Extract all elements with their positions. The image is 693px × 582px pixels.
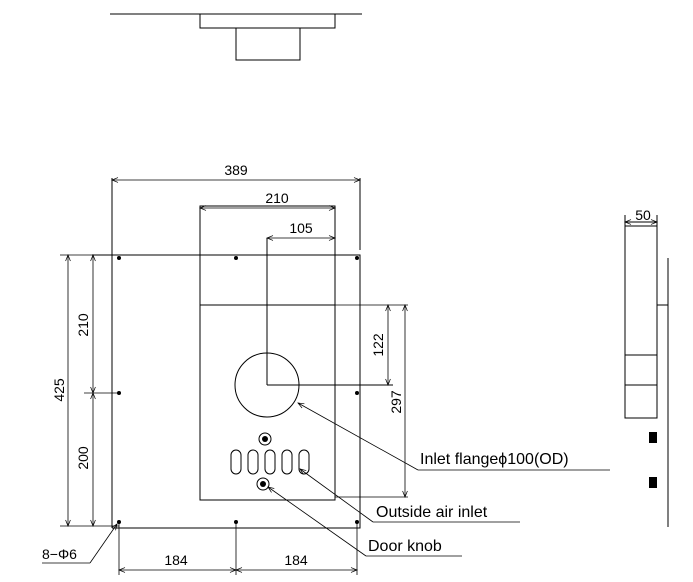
air-slot <box>247 449 259 475</box>
leader-door-knob <box>267 486 367 557</box>
mounting-hole <box>355 256 359 260</box>
dim-text-425: 425 <box>51 378 67 402</box>
side-view-knob <box>649 477 657 488</box>
holes-callout-text: 8−Φ6 <box>42 546 77 562</box>
top-view-duct <box>235 27 301 61</box>
dim-text-184-left: 184 <box>164 552 188 568</box>
top-view <box>110 13 362 61</box>
door-knob-label: Door knob <box>368 538 442 555</box>
front-view: 389 210 105 425 210 200 122 297 184 184 … <box>42 162 610 575</box>
leader-inlet-flange <box>297 402 419 471</box>
dim-text-210-left: 210 <box>75 313 91 337</box>
outside-air-inlet-label: Outside air inlet <box>376 504 488 521</box>
mounting-hole <box>117 256 121 260</box>
mounting-holes <box>117 256 359 524</box>
side-view: 50 <box>624 207 669 527</box>
dimension-lines <box>65 177 408 573</box>
mounting-hole <box>234 256 238 260</box>
dim-text-389: 389 <box>224 162 248 178</box>
top-view-panel <box>199 13 336 29</box>
dim-text-200: 200 <box>75 446 91 470</box>
door-knob-upper <box>258 432 272 446</box>
front-body-outline <box>92 254 361 529</box>
side-view-body <box>624 225 658 419</box>
dim-text-50: 50 <box>635 207 651 223</box>
inlet-flange-label: Inlet flangeϕ100(OD) <box>420 451 569 468</box>
dim-text-122: 122 <box>370 333 386 357</box>
dim-text-210-top: 210 <box>265 190 289 206</box>
air-slot <box>281 449 293 475</box>
dim-text-105: 105 <box>289 220 313 236</box>
mounting-hole <box>355 391 359 395</box>
leader-air-inlet <box>299 468 374 523</box>
door-knob-lower <box>256 477 270 491</box>
dim-text-297: 297 <box>388 390 404 414</box>
side-view-knob <box>649 432 657 443</box>
air-slot <box>298 449 310 475</box>
air-inlet-slots <box>230 449 310 475</box>
air-slot <box>264 449 276 475</box>
dim-text-184-right: 184 <box>284 552 308 568</box>
air-slot <box>230 449 242 475</box>
leader-lines <box>42 402 610 564</box>
